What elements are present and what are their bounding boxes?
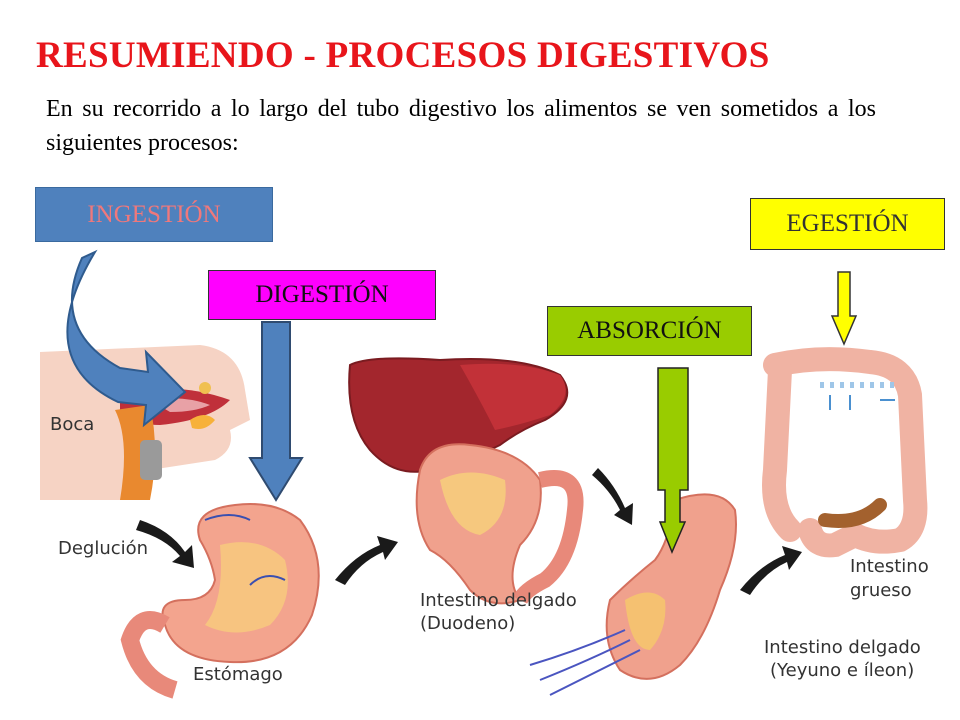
- liver-duodenum-illustration: [348, 357, 584, 605]
- flow-arrow-1: [136, 520, 194, 568]
- label-deglucion: Deglución: [58, 538, 149, 559]
- label-yeyuno-2: (Yeyuno e íleon): [770, 660, 915, 681]
- large-intestine-illustration: [762, 347, 928, 558]
- label-intestino-delgado-1: Intestino delgado: [420, 590, 577, 611]
- absorcion-box: ABSORCIÓN: [547, 306, 752, 356]
- label-estomago: Estómago: [193, 664, 283, 685]
- flow-arrow-3: [592, 468, 633, 525]
- ingestion-box: INGESTIÓN: [35, 187, 273, 242]
- label-grueso-1: Intestino: [850, 556, 929, 577]
- egestion-arrow: [830, 271, 858, 346]
- label-boca: Boca: [50, 414, 95, 435]
- flow-arrow-4: [740, 546, 802, 595]
- digestion-box: DIGESTIÓN: [208, 270, 436, 320]
- ingestion-arrow: [66, 249, 187, 428]
- slide-title: RESUMIENDO - PROCESOS DIGESTIVOS: [36, 35, 770, 76]
- flow-arrows: [136, 468, 802, 595]
- egestion-box: EGESTIÓN: [750, 198, 945, 250]
- digestion-arrow: [248, 321, 304, 502]
- label-yeyuno-1: Intestino delgado: [764, 637, 921, 658]
- absorcion-arrow: [657, 367, 689, 554]
- label-intestino-delgado-2: (Duodeno): [420, 613, 516, 634]
- stomach-illustration: [120, 503, 320, 699]
- intro-text: En su recorrido a lo largo del tubo dige…: [46, 96, 876, 156]
- small-intestine-illustration: [529, 493, 737, 696]
- flow-arrow-2: [335, 536, 398, 585]
- label-grueso-2: grueso: [850, 580, 912, 601]
